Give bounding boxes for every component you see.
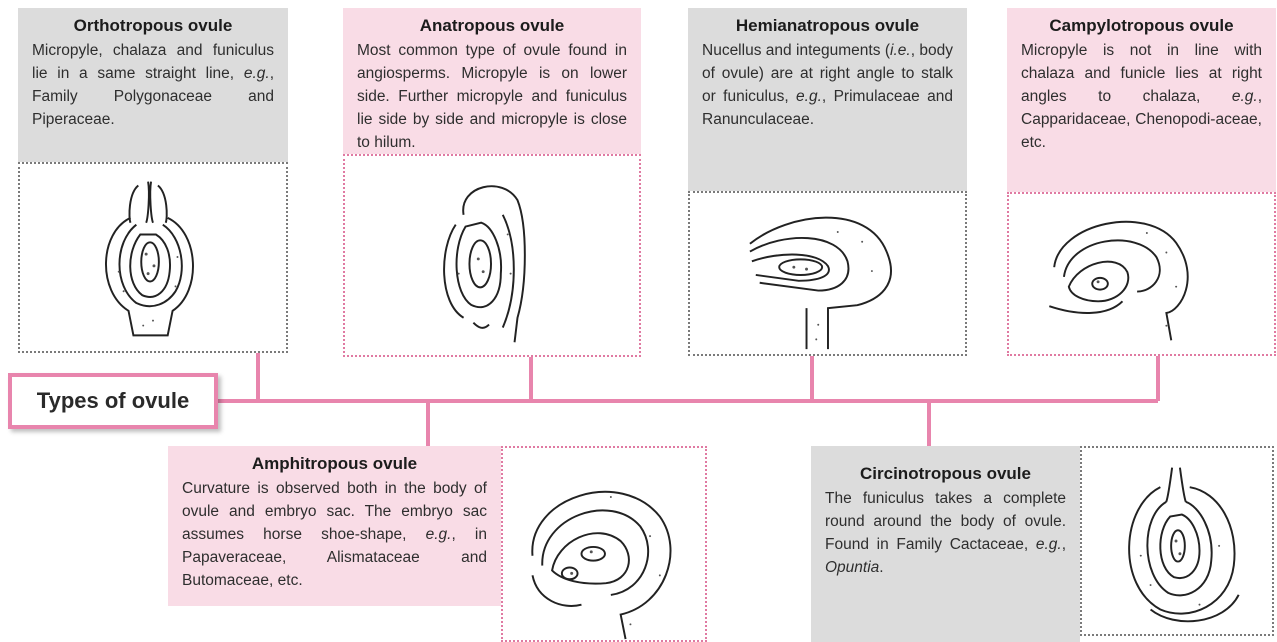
card-description: The funiculus takes a complete round aro… (825, 487, 1066, 579)
circinotropous-illustration (1080, 446, 1274, 636)
card-campylotropous: Campylotropous ovule Micropyle is not in… (1007, 8, 1276, 192)
card-title: Amphitropous ovule (182, 454, 487, 474)
card-description: Most common type of ovule found in angio… (357, 39, 627, 154)
root-node-types-of-ovule: Types of ovule (8, 373, 218, 429)
card-description: Micropyle, chalaza and funiculus lie in … (32, 39, 274, 131)
card-orthotropous: Orthotropous ovule Micropyle, chalaza an… (18, 8, 288, 162)
card-title: Campylotropous ovule (1021, 16, 1262, 36)
card-description: Nucellus and integuments (i.e., body of … (702, 39, 953, 131)
card-title: Hemianatropous ovule (702, 16, 953, 36)
card-anatropous: Anatropous ovule Most common type of ovu… (343, 8, 641, 154)
card-amphitropous: Amphitropous ovule Curvature is observed… (168, 446, 501, 606)
anatropous-illustration (343, 154, 641, 357)
root-label: Types of ovule (37, 388, 189, 414)
card-title: Circinotropous ovule (825, 464, 1066, 484)
card-hemianatropous: Hemianatropous ovule Nucellus and integu… (688, 8, 967, 191)
card-circinotropous: Circinotropous ovule The funiculus takes… (811, 446, 1080, 642)
card-title: Anatropous ovule (357, 16, 627, 36)
card-description: Curvature is observed both in the body o… (182, 477, 487, 592)
hemianatropous-illustration (688, 191, 967, 356)
orthotropous-illustration (18, 162, 288, 353)
amphitropous-illustration (501, 446, 707, 642)
card-title: Orthotropous ovule (32, 16, 274, 36)
card-description: Micropyle is not in line with chalaza an… (1021, 39, 1262, 154)
campylotropous-illustration (1007, 192, 1276, 356)
